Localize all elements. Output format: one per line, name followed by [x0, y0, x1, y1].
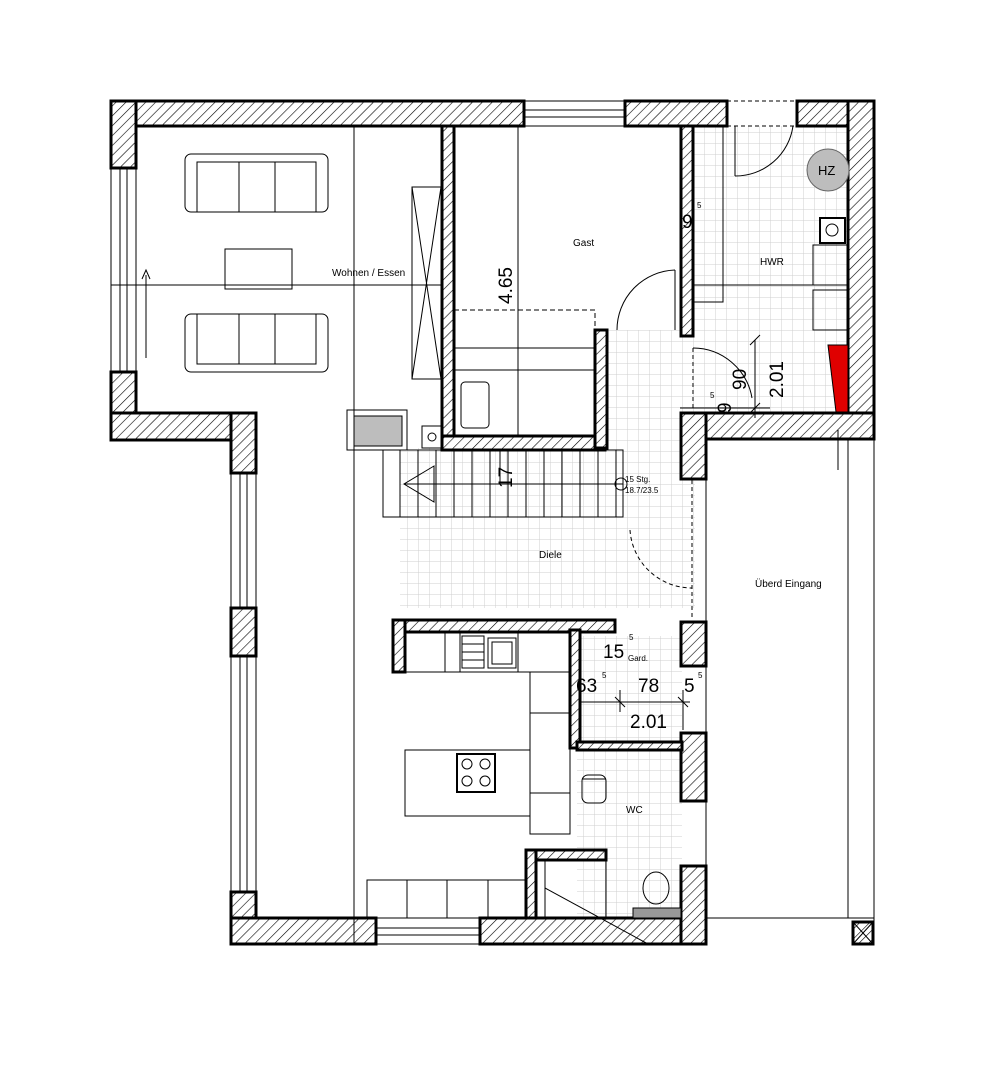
door-swings	[544, 269, 753, 945]
room-label-wc: WC	[626, 805, 643, 816]
dim-gard-78: 78	[638, 676, 659, 697]
dimension-lines	[499, 126, 770, 730]
wc-fixtures	[535, 774, 682, 919]
dim-gard-63-sup: 5	[602, 671, 607, 680]
dim-hwr-door-height: 2.01	[767, 361, 788, 398]
covered-entrance-outline	[705, 430, 875, 945]
dim-gast-width: 9	[682, 212, 693, 233]
dim-gard-5-sup: 5	[698, 671, 703, 680]
dim-gard-5: 5	[684, 676, 695, 697]
dim-stair-17: 17	[496, 467, 517, 488]
room-label-diele: Diele	[539, 550, 562, 561]
room-label-hwr: HWR	[760, 257, 784, 268]
stair-steps-label: 15 Stg.	[625, 475, 650, 484]
dim-hwr-wall-sup: 5	[710, 391, 715, 400]
dim-hwr-wall: 9	[715, 402, 736, 413]
living-furniture	[111, 126, 442, 944]
hwr-fixtures	[692, 125, 850, 413]
dim-gard-15: 15	[603, 642, 624, 663]
heating-label: HZ	[818, 163, 835, 178]
dim-gard-height: 2.01	[630, 712, 667, 733]
dim-gard-15-sup: 5	[629, 633, 634, 642]
stair-ratio-label: 18.7/23.5	[625, 486, 659, 495]
room-label-wohnen: Wohnen / Essen	[332, 268, 405, 279]
dim-gard-63: 63	[576, 676, 597, 697]
guest-furniture	[453, 125, 596, 437]
room-label-gast: Gast	[573, 238, 594, 249]
dim-gast-length: 4.65	[496, 267, 517, 304]
room-label-ueberd: Überd Eingang	[755, 578, 822, 590]
room-label-gard: Gard.	[628, 654, 648, 663]
tiled-floors	[400, 126, 848, 918]
staircase	[382, 425, 628, 518]
dim-gast-width-sup: 5	[697, 201, 702, 210]
kitchen	[366, 631, 571, 919]
windows	[110, 100, 798, 945]
dim-hwr-door-width: 90	[730, 369, 751, 390]
